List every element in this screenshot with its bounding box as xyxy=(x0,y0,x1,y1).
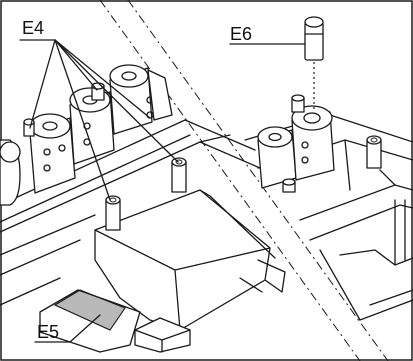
pin-right-a xyxy=(291,94,305,113)
e6-label-group: E6 xyxy=(229,24,306,45)
ramp-block xyxy=(94,189,286,331)
section-break-lines xyxy=(99,0,389,361)
left-rail xyxy=(0,119,261,306)
e5-part xyxy=(39,289,191,353)
pin-center-right xyxy=(171,157,187,193)
pin-right-b xyxy=(366,135,382,169)
e5-label-group: E5 xyxy=(34,314,101,343)
bushing-right-2 xyxy=(291,105,335,181)
bushing-5 xyxy=(147,69,173,121)
bushing-right-1 xyxy=(257,126,297,189)
label-e4: E4 xyxy=(22,18,44,38)
label-e5: E5 xyxy=(37,322,59,342)
label-e6: E6 xyxy=(230,24,252,44)
bushing-4 xyxy=(109,64,154,135)
e6-pin xyxy=(304,16,324,110)
pin-right-c xyxy=(282,178,296,193)
e4-label-group: E4 xyxy=(19,18,179,201)
bushing-2 xyxy=(29,113,76,194)
pin-center-left xyxy=(105,195,121,231)
bushing-1 xyxy=(0,139,21,206)
